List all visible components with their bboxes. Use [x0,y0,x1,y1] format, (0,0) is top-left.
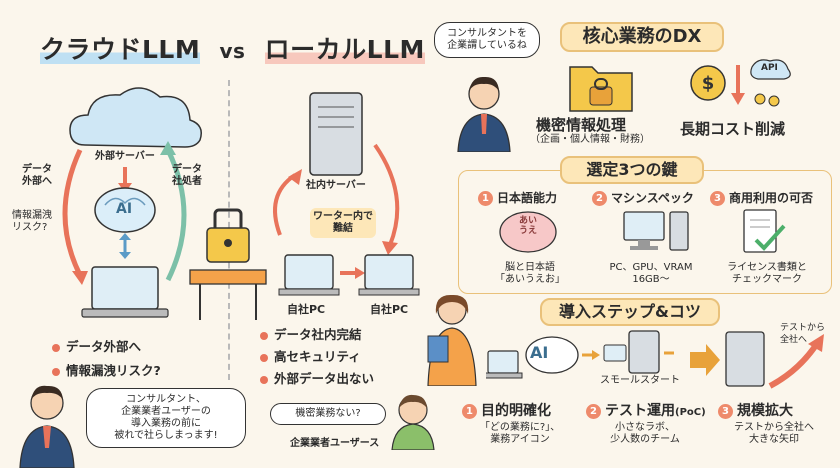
keys-title: 選定3つの鍵 [560,156,704,184]
dx-item2-title: 長期コスト削減 [680,120,786,138]
pc-right-label: 自社PC [370,303,409,316]
user-bubble: 機密業務ない? [270,403,386,425]
key-caption-1: 脳と日本語 「あいうえお」 [495,262,565,285]
step-caption-3: テストから全社へ 大きな矢印 [734,422,814,445]
cloud-bullet: 情報漏洩リスク? [52,360,161,379]
step-caption-2: 小さなラボ、 少人数のチーム [610,422,680,445]
ai-brain-label: AI [116,201,133,217]
closed-network-tag: ワーター内で 難結 [310,208,376,238]
key-caption-3: ライセンス書類と チェックマーク [727,262,807,285]
local-bullet: 外部データ出ない [260,368,374,387]
brain-text: あい うえ [518,216,537,236]
title-vs: vs [219,39,246,63]
cost-api-icon: $ [690,59,791,107]
dx-bubble: コンサルタントを 企業謂しているね [434,22,540,58]
svg-text:$: $ [702,73,715,94]
step-caption-1: 「どの業務に?」、 業務アイコン [479,422,561,445]
steps-title: 導入ステップ&コツ [540,298,720,326]
brain-icon [499,211,557,253]
title: クラウドLLM vs ローカルLLM [40,30,425,66]
user-avatar [391,394,435,450]
title-cloud: クラウドLLM [40,35,201,64]
consultant-bubble: コンサルタント、 企業業者ユーザーの 導入業務の前に 被れで社らしまっます! [86,388,246,448]
dx-item1-sub: （企画・個人情報・財務） [530,134,650,145]
license-check-icon [743,209,786,253]
ai-bubble: AI [530,343,549,362]
cloud-arrow-right-label: データ 社処者 [172,164,202,187]
dx-title: 核心業務のDX [560,22,724,52]
key-caption-2: PC、GPU、VRAM 16GB〜 [609,262,693,285]
steps-illustration [486,330,674,379]
local-bullets: データ社内完結 高セキュリティ 外部データ出ない [260,324,374,387]
cloud-server-label: 外部サーバー [95,151,155,162]
pc-spec-icon [623,211,689,251]
local-server-label: 社内サーバー [306,180,366,191]
scale-arrow-illustration [690,331,824,389]
user-label: 企業業者ユーザース [290,438,380,449]
local-bullet: データ社内完結 [260,324,374,343]
small-start-label: スモールスタート [600,375,680,386]
cloud-illustration [62,87,202,318]
title-local: ローカルLLM [264,35,425,64]
leak-note: 情報漏洩 リスク? [12,210,52,233]
presenter-avatar [427,294,477,386]
local-bullet: 高セキュリティ [260,346,374,365]
folder-lock-icon [569,66,633,112]
consultant-avatar [19,385,75,468]
cloud-arrow-left-label: データ 外部へ [22,164,52,187]
cloud-bullet: データ外部へ [52,336,161,355]
api-label: API [761,63,778,73]
expand-note: テストから 全社へ [780,323,826,345]
cloud-bullets: データ外部へ 情報漏洩リスク? [52,336,161,379]
pc-left-label: 自社PC [287,303,326,316]
local-illustration [189,92,420,320]
dx-item1-title: 機密情報処理 [536,116,627,134]
dx-consultant-avatar [457,76,511,152]
